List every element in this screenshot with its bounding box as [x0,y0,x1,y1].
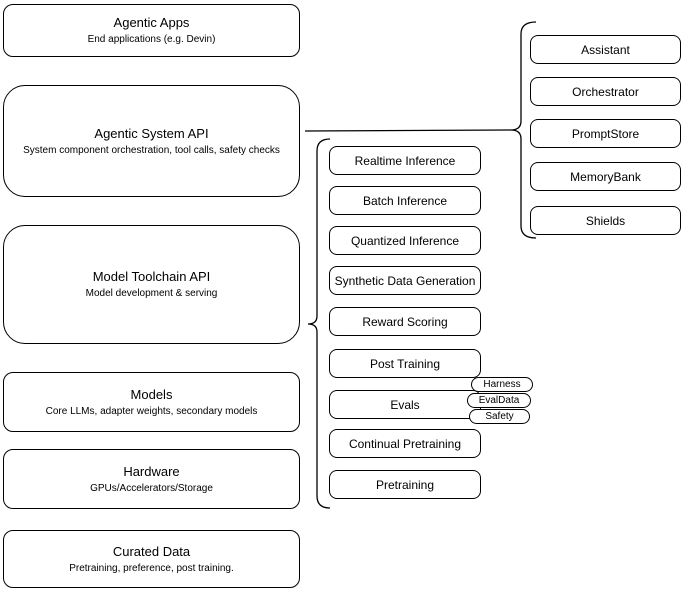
toolchain-brace [307,138,331,509]
box-hardware: Hardware GPUs/Accelerators/Storage [3,449,300,509]
item-assistant: Assistant [530,35,681,64]
item-post-training: Post Training [329,349,481,378]
box-curated-data: Curated Data Pretraining, preference, po… [3,530,300,588]
item-promptstore: PromptStore [530,119,681,148]
pill-safety: Safety [469,409,530,424]
box-title: Agentic System API [94,125,209,141]
box-title: Models [130,386,173,402]
box-subtitle: GPUs/Accelerators/Storage [90,482,213,494]
item-batch-inference: Batch Inference [329,186,481,215]
box-model-toolchain-api: Model Toolchain API Model development & … [3,225,300,344]
box-subtitle: System component orchestration, tool cal… [23,144,280,156]
item-shields: Shields [530,206,681,235]
box-models: Models Core LLMs, adapter weights, secon… [3,372,300,432]
box-title: Model Toolchain API [92,269,211,284]
box-title: Hardware [123,463,180,479]
pill-harness: Harness [471,377,533,392]
box-subtitle: Pretraining, preference, post training. [69,562,234,574]
item-reward-scoring: Reward Scoring [329,307,481,336]
item-synthetic-data-generation: Synthetic Data Generation [329,266,481,295]
box-title: Agentic Apps [113,15,190,30]
box-subtitle: Model development & serving [85,288,218,299]
system-connector-line [304,129,512,132]
pill-evaldata: EvalData [467,393,531,408]
box-subtitle: End applications (e.g. Devin) [87,34,216,45]
item-realtime-inference: Realtime Inference [329,146,481,175]
item-pretraining: Pretraining [329,470,481,499]
box-agentic-system-api: Agentic System API System component orch… [3,85,300,197]
item-evals: Evals [329,390,481,419]
box-title: Curated Data [112,543,191,559]
item-orchestrator: Orchestrator [530,77,681,106]
box-agentic-apps: Agentic Apps End applications (e.g. Devi… [3,4,300,57]
item-continual-pretraining: Continual Pretraining [329,429,481,458]
item-memorybank: MemoryBank [530,162,681,191]
item-quantized-inference: Quantized Inference [329,226,481,255]
box-subtitle: Core LLMs, adapter weights, secondary mo… [45,405,258,417]
